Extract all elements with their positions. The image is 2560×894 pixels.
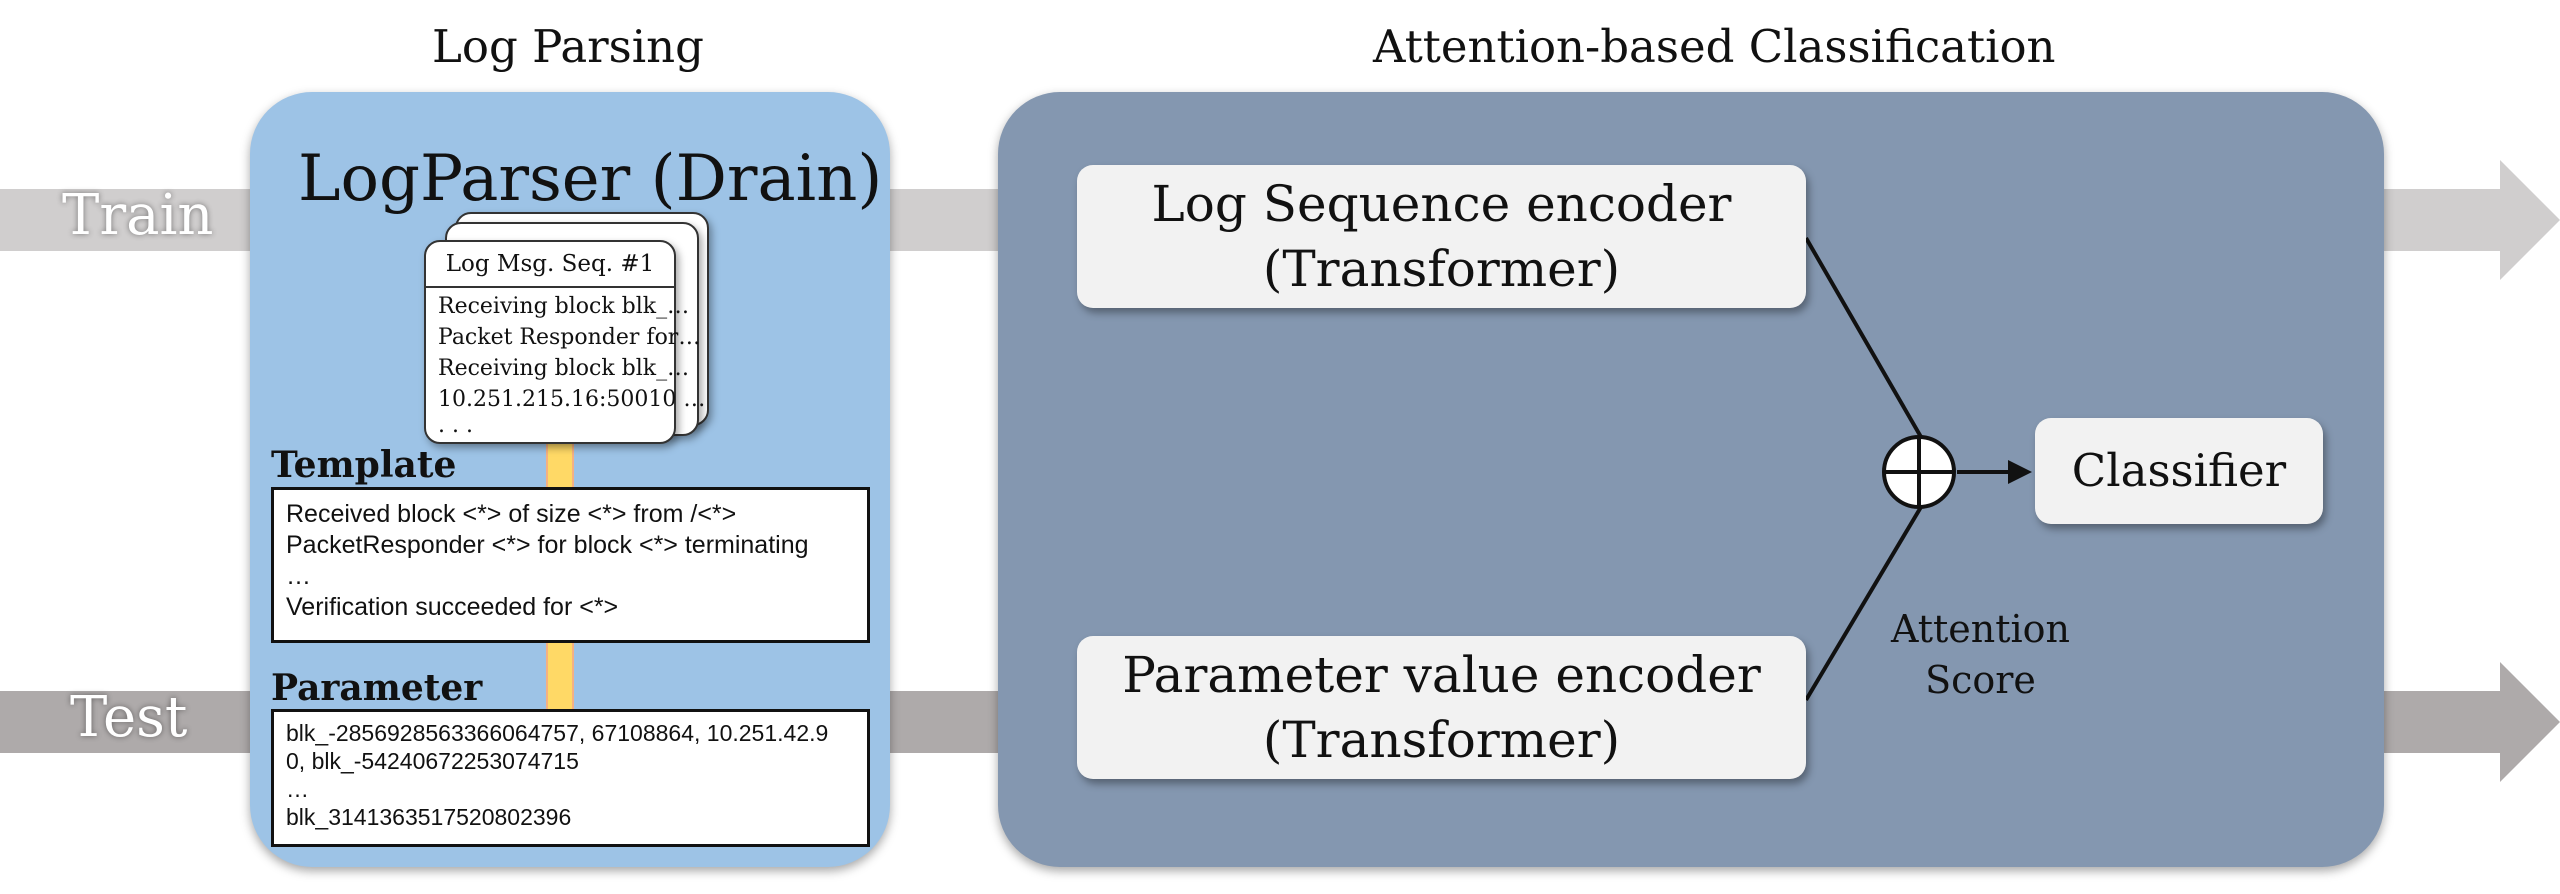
attention-line2: Score <box>1925 658 2036 703</box>
log-encoder-line2: (Transformer) <box>1262 239 1621 298</box>
param-encoder-line2: (Transformer) <box>1262 710 1621 769</box>
parameter-line: blk_-2856928563366064757, 67108864, 10.2… <box>286 720 829 746</box>
log-card-line: . . . <box>438 413 473 438</box>
template-line: Verification succeeded for <*> <box>286 593 619 621</box>
test-label: Test <box>70 685 188 750</box>
train-label: Train <box>62 183 214 248</box>
parsing-section-title: Log Parsing <box>432 20 704 73</box>
parameter-label: Parameter <box>271 667 483 709</box>
template-line: Received block <*> of size <*> from /<*> <box>286 500 737 528</box>
parameter-line: … <box>286 776 309 802</box>
template-box: Received block <*> of size <*> from /<*>… <box>271 487 870 643</box>
log-sequence-encoder: Log Sequence encoder (Transformer) <box>1077 165 1806 308</box>
template-line: PacketResponder <*> for block <*> termin… <box>286 531 809 559</box>
classifier-label: Classifier <box>2071 443 2287 497</box>
template-label: Template <box>271 444 457 486</box>
parser-title: LogParser (Drain) <box>298 142 883 216</box>
template-line: … <box>286 562 311 590</box>
log-card-line: Receiving block blk_… <box>438 356 690 381</box>
param-encoder-line1: Parameter value encoder <box>1122 645 1761 704</box>
attention-score-label: Attention Score <box>1878 604 2083 707</box>
log-card-line: 10.251.215.16:50010 … <box>438 387 706 412</box>
log-message-card: Log Msg. Seq. #1 Receiving block blk_… P… <box>424 240 705 444</box>
log-card-line: Receiving block blk_… <box>438 294 690 319</box>
combine-plus-icon <box>1882 435 1956 509</box>
parameter-box: blk_-2856928563366064757, 67108864, 10.2… <box>271 709 870 847</box>
classifier-box: Classifier <box>2035 418 2323 524</box>
log-encoder-line1: Log Sequence encoder <box>1151 174 1732 233</box>
log-card-header: Log Msg. Seq. #1 <box>426 242 674 288</box>
log-parsing-panel: LogParser (Drain) Log Msg. Seq. #1 Recei… <box>250 92 890 867</box>
parameter-line: blk_3141363517520802396 <box>286 804 572 830</box>
log-card-line: Packet Responder for… <box>438 325 701 350</box>
parameter-line: 0, blk_-54240672253074715 <box>286 748 579 774</box>
classification-section-title: Attention-based Classification <box>1373 20 2056 73</box>
parameter-value-encoder: Parameter value encoder (Transformer) <box>1077 636 1806 779</box>
attention-line1: Attention <box>1890 607 2071 651</box>
